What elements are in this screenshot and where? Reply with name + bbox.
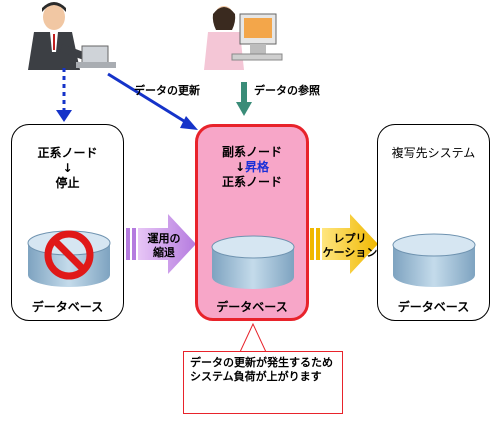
load-increase-callout: データの更新が発生するためシステム負荷が上がります — [183, 351, 343, 414]
primary-node-title: 正系ノード — [37, 146, 98, 160]
replica-system-box: 複写先システム データベース — [377, 124, 490, 321]
fallback-label-line1: 運用の — [147, 232, 181, 245]
replica-database-icon — [392, 233, 476, 287]
secondary-database-icon — [211, 235, 295, 289]
secondary-node-arrow: ↓ — [234, 160, 246, 174]
replica-system-title: 複写先システム — [391, 146, 476, 160]
replica-db-label: データベース — [397, 300, 470, 314]
primary-db-label: データベース — [31, 300, 104, 314]
prohibited-icon — [44, 230, 94, 280]
promote-label: 昇格 — [245, 160, 270, 174]
reference-arrow-head — [236, 102, 252, 116]
primary-node-box: 正系ノード ↓ 停止 データベース — [11, 124, 124, 321]
operator-with-laptop-icon — [28, 2, 116, 70]
callout-pointer — [239, 322, 267, 353]
fallback-label: 運用の 縮退 — [144, 232, 184, 260]
secondary-node-new-role: 正系ノード — [221, 175, 282, 189]
secondary-node-title: 副系ノード — [221, 145, 282, 159]
reference-label: データの参照 — [254, 84, 320, 97]
secondary-db-label: データベース — [216, 300, 288, 314]
reference-arrow — [241, 82, 247, 104]
update-arrow-head — [180, 116, 198, 130]
replication-label-line2: ケーション — [322, 246, 378, 259]
primary-node-state: 停止 — [55, 176, 80, 190]
fallback-arrow — [126, 214, 196, 274]
secondary-node-box: 副系ノード ↓昇格 正系ノード データベース — [195, 124, 309, 321]
primary-node-arrow: ↓ — [62, 161, 73, 175]
replication-arrow — [310, 214, 378, 274]
update-arrow — [107, 72, 193, 128]
secondary-node-promote-line: ↓昇格 — [198, 159, 306, 175]
replication-label: レプリ ケーション — [322, 232, 378, 260]
stop-arrow-head — [56, 110, 72, 122]
replication-label-line1: レプリ — [333, 232, 367, 245]
operator-at-computer-icon — [204, 6, 283, 70]
update-label: データの更新 — [134, 84, 200, 97]
fallback-label-line2: 縮退 — [153, 246, 175, 259]
primary-database-icon — [27, 230, 111, 287]
